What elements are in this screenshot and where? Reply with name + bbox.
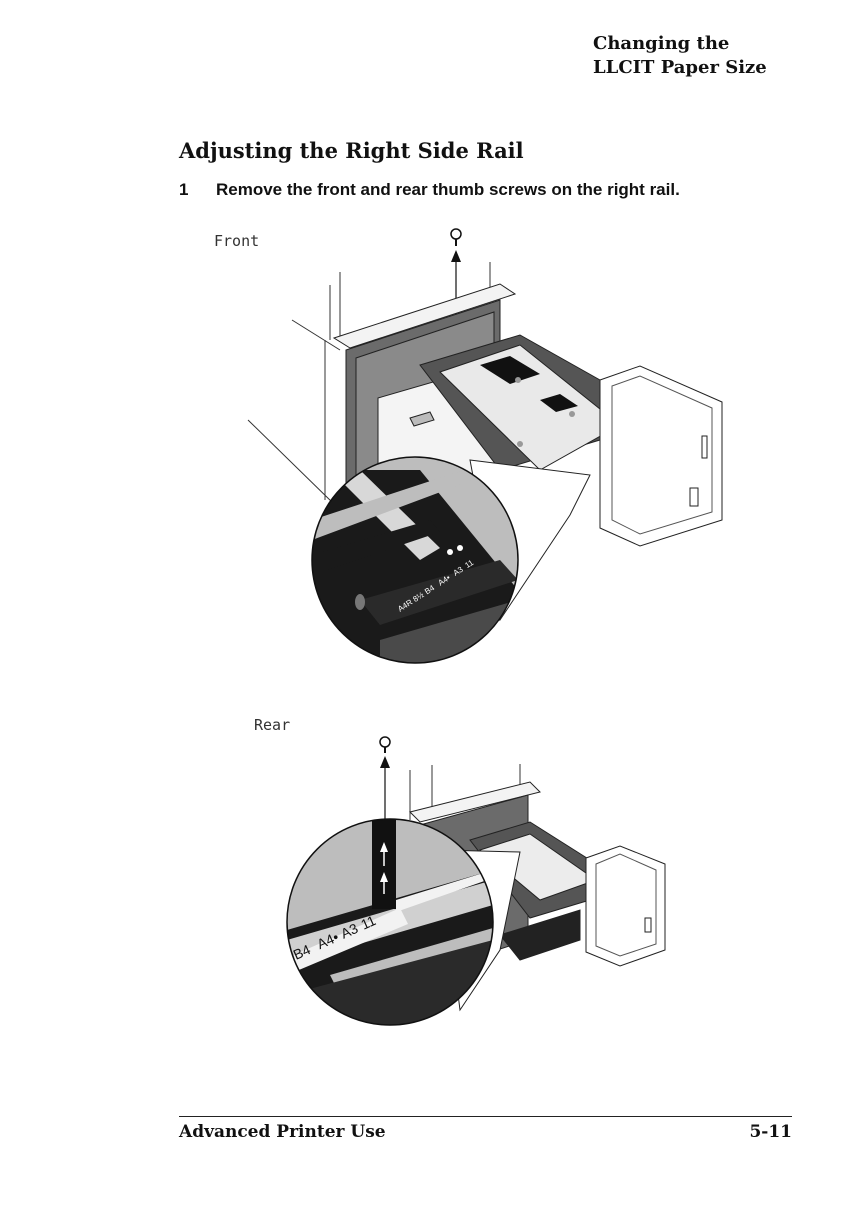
footer-section: Advanced Printer Use [179,1122,386,1142]
footer-rule [179,1116,792,1117]
page-number: 5-11 [749,1122,792,1142]
thumb-screw-icon [380,737,390,753]
